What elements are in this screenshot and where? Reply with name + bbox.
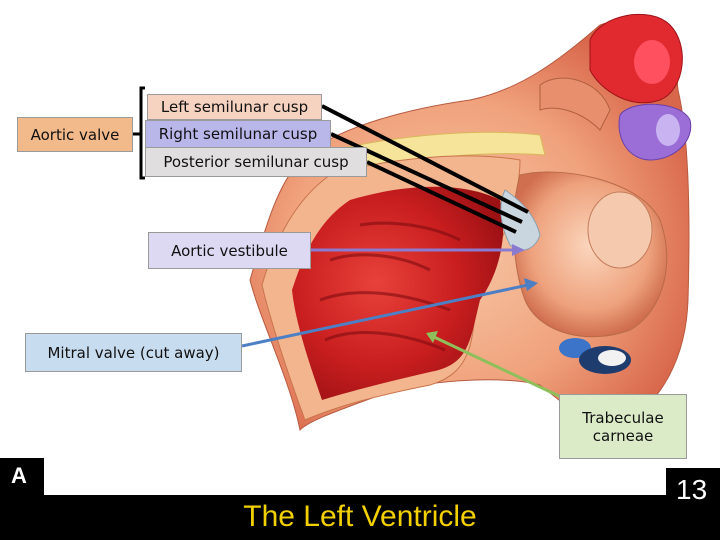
bottom-bar bbox=[0, 495, 720, 540]
mitral-valve-label: Mitral valve (cut away) bbox=[25, 333, 242, 372]
vessel-wall bbox=[539, 77, 611, 131]
slide-title: The Left Ventricle bbox=[243, 500, 477, 533]
left-ventricle-chamber bbox=[292, 186, 504, 400]
page-number-box: 13 bbox=[666, 468, 720, 540]
trabeculae-carneae-label: Trabeculae carneae bbox=[559, 394, 687, 459]
trabeculae-line-2: carneae bbox=[592, 426, 654, 445]
aortic-cusp bbox=[587, 191, 653, 269]
coronary-vessel bbox=[598, 350, 626, 366]
vestibule-arrowhead bbox=[512, 244, 525, 256]
mitral-arrow bbox=[241, 283, 529, 348]
corner-letter-box: A bbox=[0, 458, 44, 540]
posterior-semilunar-cusp-label: Posterior semilunar cusp bbox=[145, 147, 367, 177]
left-semilunar-cusp-label: Left semilunar cusp bbox=[147, 94, 322, 120]
vessel-lumen bbox=[634, 40, 670, 84]
trabeculae-line-1: Trabeculae bbox=[582, 408, 664, 427]
trabeculae-texture bbox=[319, 221, 461, 352]
page-number: 13 bbox=[676, 474, 708, 505]
aortic-vestibule-label: Aortic vestibule bbox=[148, 232, 311, 269]
trabeculae-arrow bbox=[433, 335, 579, 407]
vessel-lumen bbox=[656, 114, 680, 146]
corner-letter: A bbox=[11, 463, 27, 488]
aortic-valve-label: Aortic valve bbox=[17, 117, 133, 152]
mitral-arrowhead bbox=[524, 278, 538, 291]
posterior-cusp-leader bbox=[366, 160, 517, 234]
left-cusp-leader bbox=[321, 104, 529, 214]
right-semilunar-cusp-label: Right semilunar cusp bbox=[145, 120, 331, 148]
trabeculae-arrowhead bbox=[426, 331, 438, 343]
